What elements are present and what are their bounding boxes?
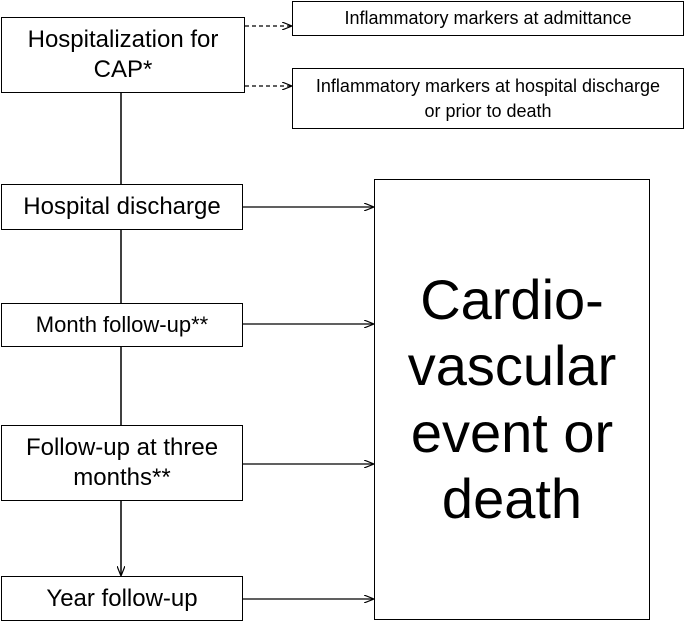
markers-admittance-label: Inflammatory markers at admittance [344, 8, 632, 29]
year-follow-up-label: Year follow-up [46, 584, 198, 612]
outcome-box: Cardio- vascular event or death [374, 179, 650, 620]
markers-discharge-box: Inflammatory markers at hospital dischar… [292, 68, 684, 129]
three-months-follow-up-label: Follow-up at three months** [25, 434, 219, 491]
month-follow-up-label: Month follow-up** [35, 312, 209, 338]
month-follow-up-box: Month follow-up** [1, 303, 243, 347]
hospital-discharge-label: Hospital discharge [23, 193, 221, 220]
hospitalization-label: Hospitalization for CAP* [27, 26, 219, 83]
markers-discharge-label: Inflammatory markers at hospital dischar… [315, 76, 661, 121]
year-follow-up-box: Year follow-up [1, 576, 243, 621]
hospitalization-box: Hospitalization for CAP* [1, 17, 245, 93]
hospital-discharge-box: Hospital discharge [1, 184, 243, 230]
outcome-label: Cardio- vascular event or death [407, 268, 617, 530]
three-months-follow-up-box: Follow-up at three months** [1, 425, 243, 501]
markers-admittance-box: Inflammatory markers at admittance [292, 1, 684, 36]
